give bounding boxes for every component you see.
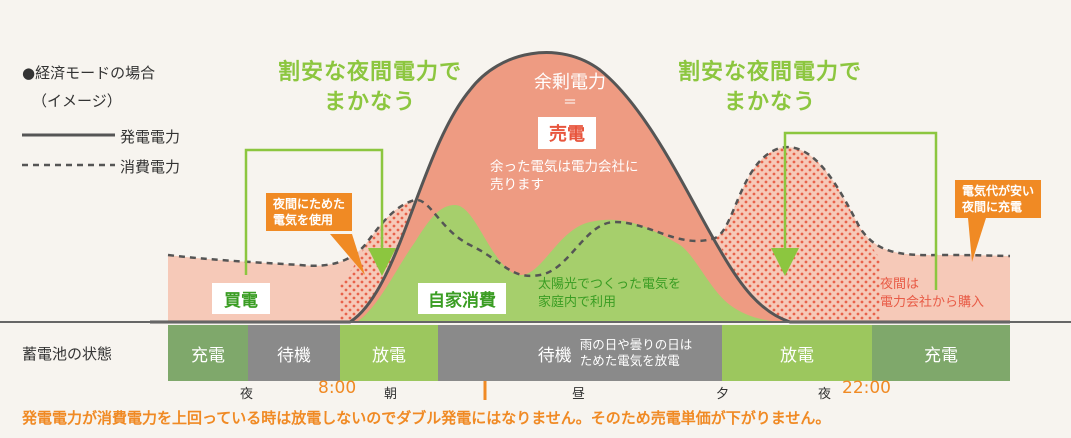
left-bracket — [244, 148, 384, 275]
battery-status-label: 蓄電池の状態 — [22, 345, 113, 363]
battery-seg-discharge-1: 放電 — [340, 325, 438, 381]
surplus-description: 余った電気は電力会社に 売ります — [490, 159, 639, 193]
left-arrow-head — [368, 248, 396, 276]
time-8-00: 8:00 — [318, 378, 357, 398]
legend-consumption-label: 消費電力 — [120, 158, 181, 176]
legend-title: ●経済モードの場合 — [22, 64, 156, 82]
night-heading-right: 割安な夜間電力で まかなう — [677, 60, 862, 115]
left-callout: 夜間にためた 電気を使用 — [266, 193, 353, 231]
right-callout-tail — [968, 218, 986, 262]
left-callout-tail — [330, 234, 365, 275]
battery-seg-charge-2: 充電 — [872, 325, 1010, 381]
night-purchase-description: 夜間は 電力会社から購入 — [880, 277, 985, 310]
time-night-2: 夜 — [818, 387, 832, 402]
right-callout: 電気代が安い 夜間に充電 — [955, 180, 1042, 218]
standby-note: 雨の日や曇りの日は ためた電気を放電 — [579, 337, 693, 368]
time-evening: 夕 — [716, 387, 730, 402]
legend-generation-label: 発電電力 — [120, 128, 181, 146]
footer-note: 発電電力が消費電力を上回っている時は放電しないのでダブル発電にはなりません。その… — [22, 409, 831, 427]
time-22-00: 22:00 — [842, 378, 891, 398]
battery-seg-standby-1: 待機 — [248, 325, 340, 381]
surplus-title: 余剰電力 — [534, 72, 606, 93]
consumption-line — [167, 145, 1011, 278]
right-bracket — [783, 131, 938, 290]
time-night-1: 夜 — [240, 387, 254, 402]
right-arrow-head — [771, 248, 799, 276]
time-noon: 昼 — [572, 387, 586, 402]
battery-seg-standby-2: 待機 雨の日や曇りの日は ためた電気を放電 — [438, 325, 722, 381]
standby-label: 待機 — [537, 345, 572, 366]
buy-badge: 買電 — [212, 283, 270, 314]
discharge-dots-right — [715, 147, 880, 322]
legend-subtitle: （イメージ） — [32, 92, 122, 110]
night-heading-left: 割安な夜間電力で まかなう — [277, 60, 462, 115]
self-consumption-description: 太陽光でつくった電気を 家庭内で利用 — [538, 277, 682, 310]
generation-line — [150, 51, 1010, 324]
sell-badge: 売電 — [538, 117, 596, 149]
battery-seg-discharge-2: 放電 — [722, 325, 872, 381]
self-consumption-badge: 自家消費 — [418, 283, 506, 314]
time-morning: 朝 — [384, 387, 398, 402]
battery-seg-charge-1: 充電 — [168, 325, 248, 381]
surplus-equals: ＝ — [563, 95, 577, 111]
